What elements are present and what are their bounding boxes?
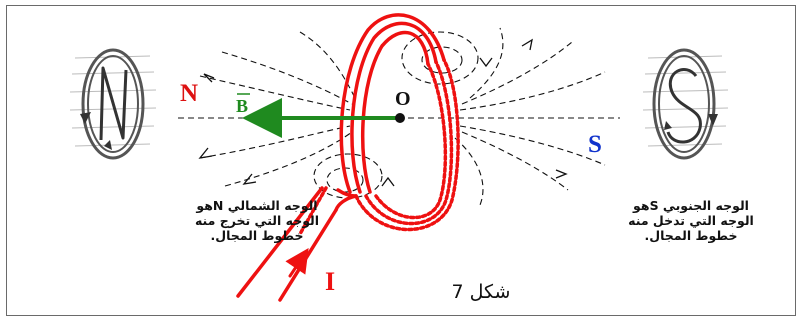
north-caption-line-1: الوجه الشمالي Nهو (196, 198, 318, 213)
north-caption-line-2: الوجه التي تخرج منه (194, 213, 320, 228)
current-label: I (325, 267, 335, 296)
south-face-icon (642, 48, 729, 160)
center-label: O (395, 88, 411, 110)
field-label: B (236, 93, 250, 116)
south-face-caption: الوجه الجنوبي Sهو الوجه التي تدخل منه خط… (616, 198, 766, 243)
north-label: N (180, 80, 198, 107)
diagram-frame (6, 5, 796, 316)
north-face-caption: الوجه الشمالي Nهو الوجه التي تخرج منه خط… (182, 198, 332, 243)
center-point (395, 113, 405, 123)
figure-label: شكل 7 (451, 281, 511, 303)
south-caption-line-2: الوجه التي تدخل منه (628, 213, 754, 228)
south-caption-line-1: الوجه الجنوبي Sهو (633, 198, 749, 213)
south-caption-line-3: خطوط المجال. (644, 228, 738, 243)
north-caption-line-3: خطوط المجال. (210, 228, 304, 243)
field-line-arrowheads (198, 38, 568, 187)
south-label: S (588, 131, 602, 158)
field-label-letter: B (236, 96, 248, 116)
solenoid-coil (236, 13, 460, 302)
north-face-icon (69, 48, 157, 160)
